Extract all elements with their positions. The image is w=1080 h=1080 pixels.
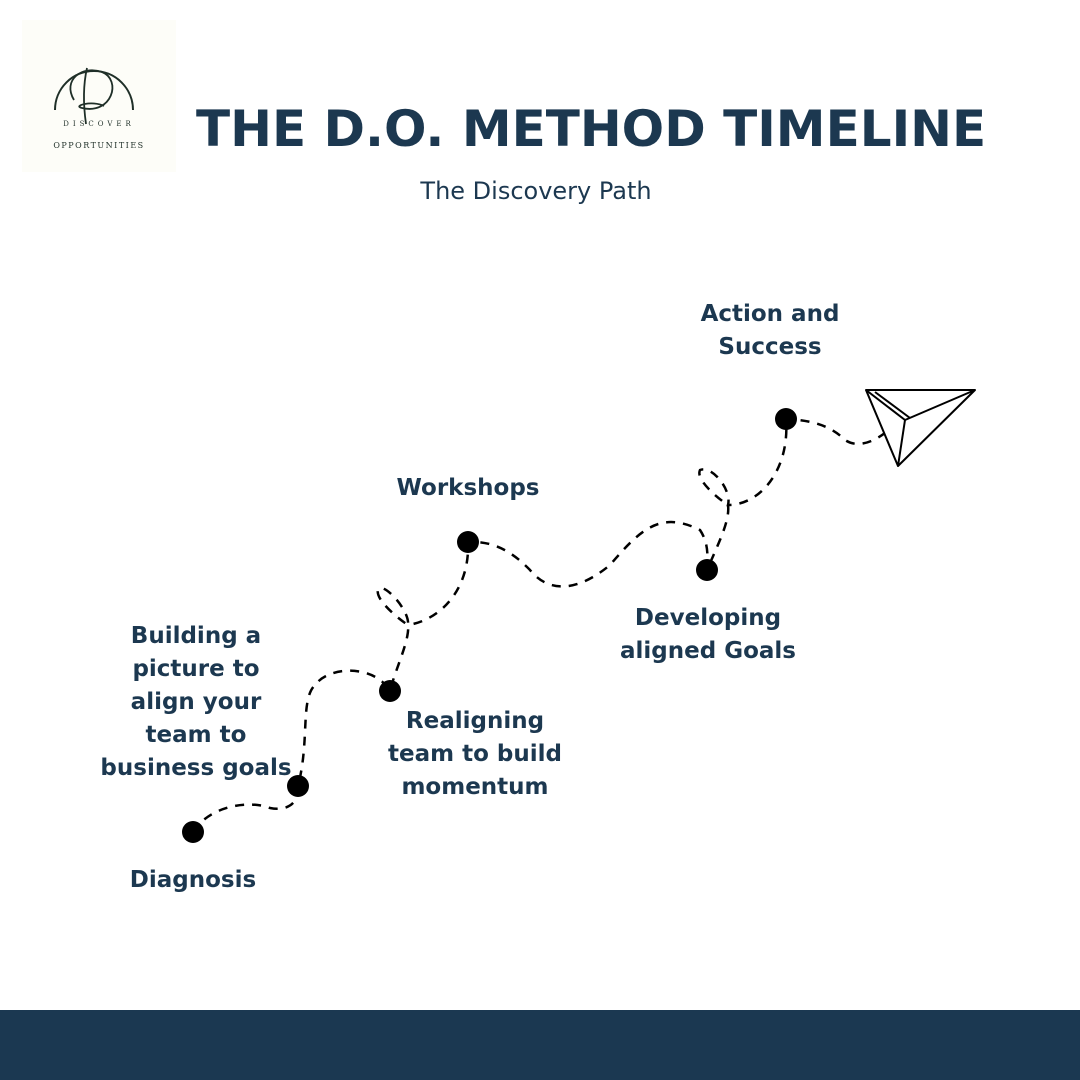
step-dot-workshops — [457, 531, 479, 553]
step-label-developing-goals: Developing aligned Goals — [620, 605, 796, 664]
page-title: THE D.O. METHOD TIMELINE — [196, 100, 987, 158]
logo: DISCOVER OPPORTUNITIES — [22, 20, 176, 172]
step-label-workshops: Workshops — [396, 475, 540, 501]
step-dot-building-picture — [287, 775, 309, 797]
svg-text:DISCOVER: DISCOVER — [63, 120, 135, 128]
footer-band — [0, 1010, 1080, 1080]
dashed-trail — [191, 417, 901, 833]
step-dot-developing-goals — [696, 559, 718, 581]
step-label-action-success: Action and Success — [700, 301, 840, 360]
logo-mark-icon: DISCOVER OPPORTUNITIES — [53, 67, 144, 150]
step-dot-diagnosis — [182, 821, 204, 843]
svg-text:OPPORTUNITIES: OPPORTUNITIES — [53, 141, 144, 150]
step-label-diagnosis: Diagnosis — [129, 867, 257, 893]
page-subtitle: The Discovery Path — [420, 177, 652, 205]
step-dot-action-success — [775, 408, 797, 430]
paper-plane-icon — [865, 389, 976, 467]
step-label-realigning: Realigning team to build momentum — [388, 708, 562, 800]
step-dot-realigning — [379, 680, 401, 702]
step-label-building-picture: Building a picture to align your team to… — [100, 623, 292, 781]
